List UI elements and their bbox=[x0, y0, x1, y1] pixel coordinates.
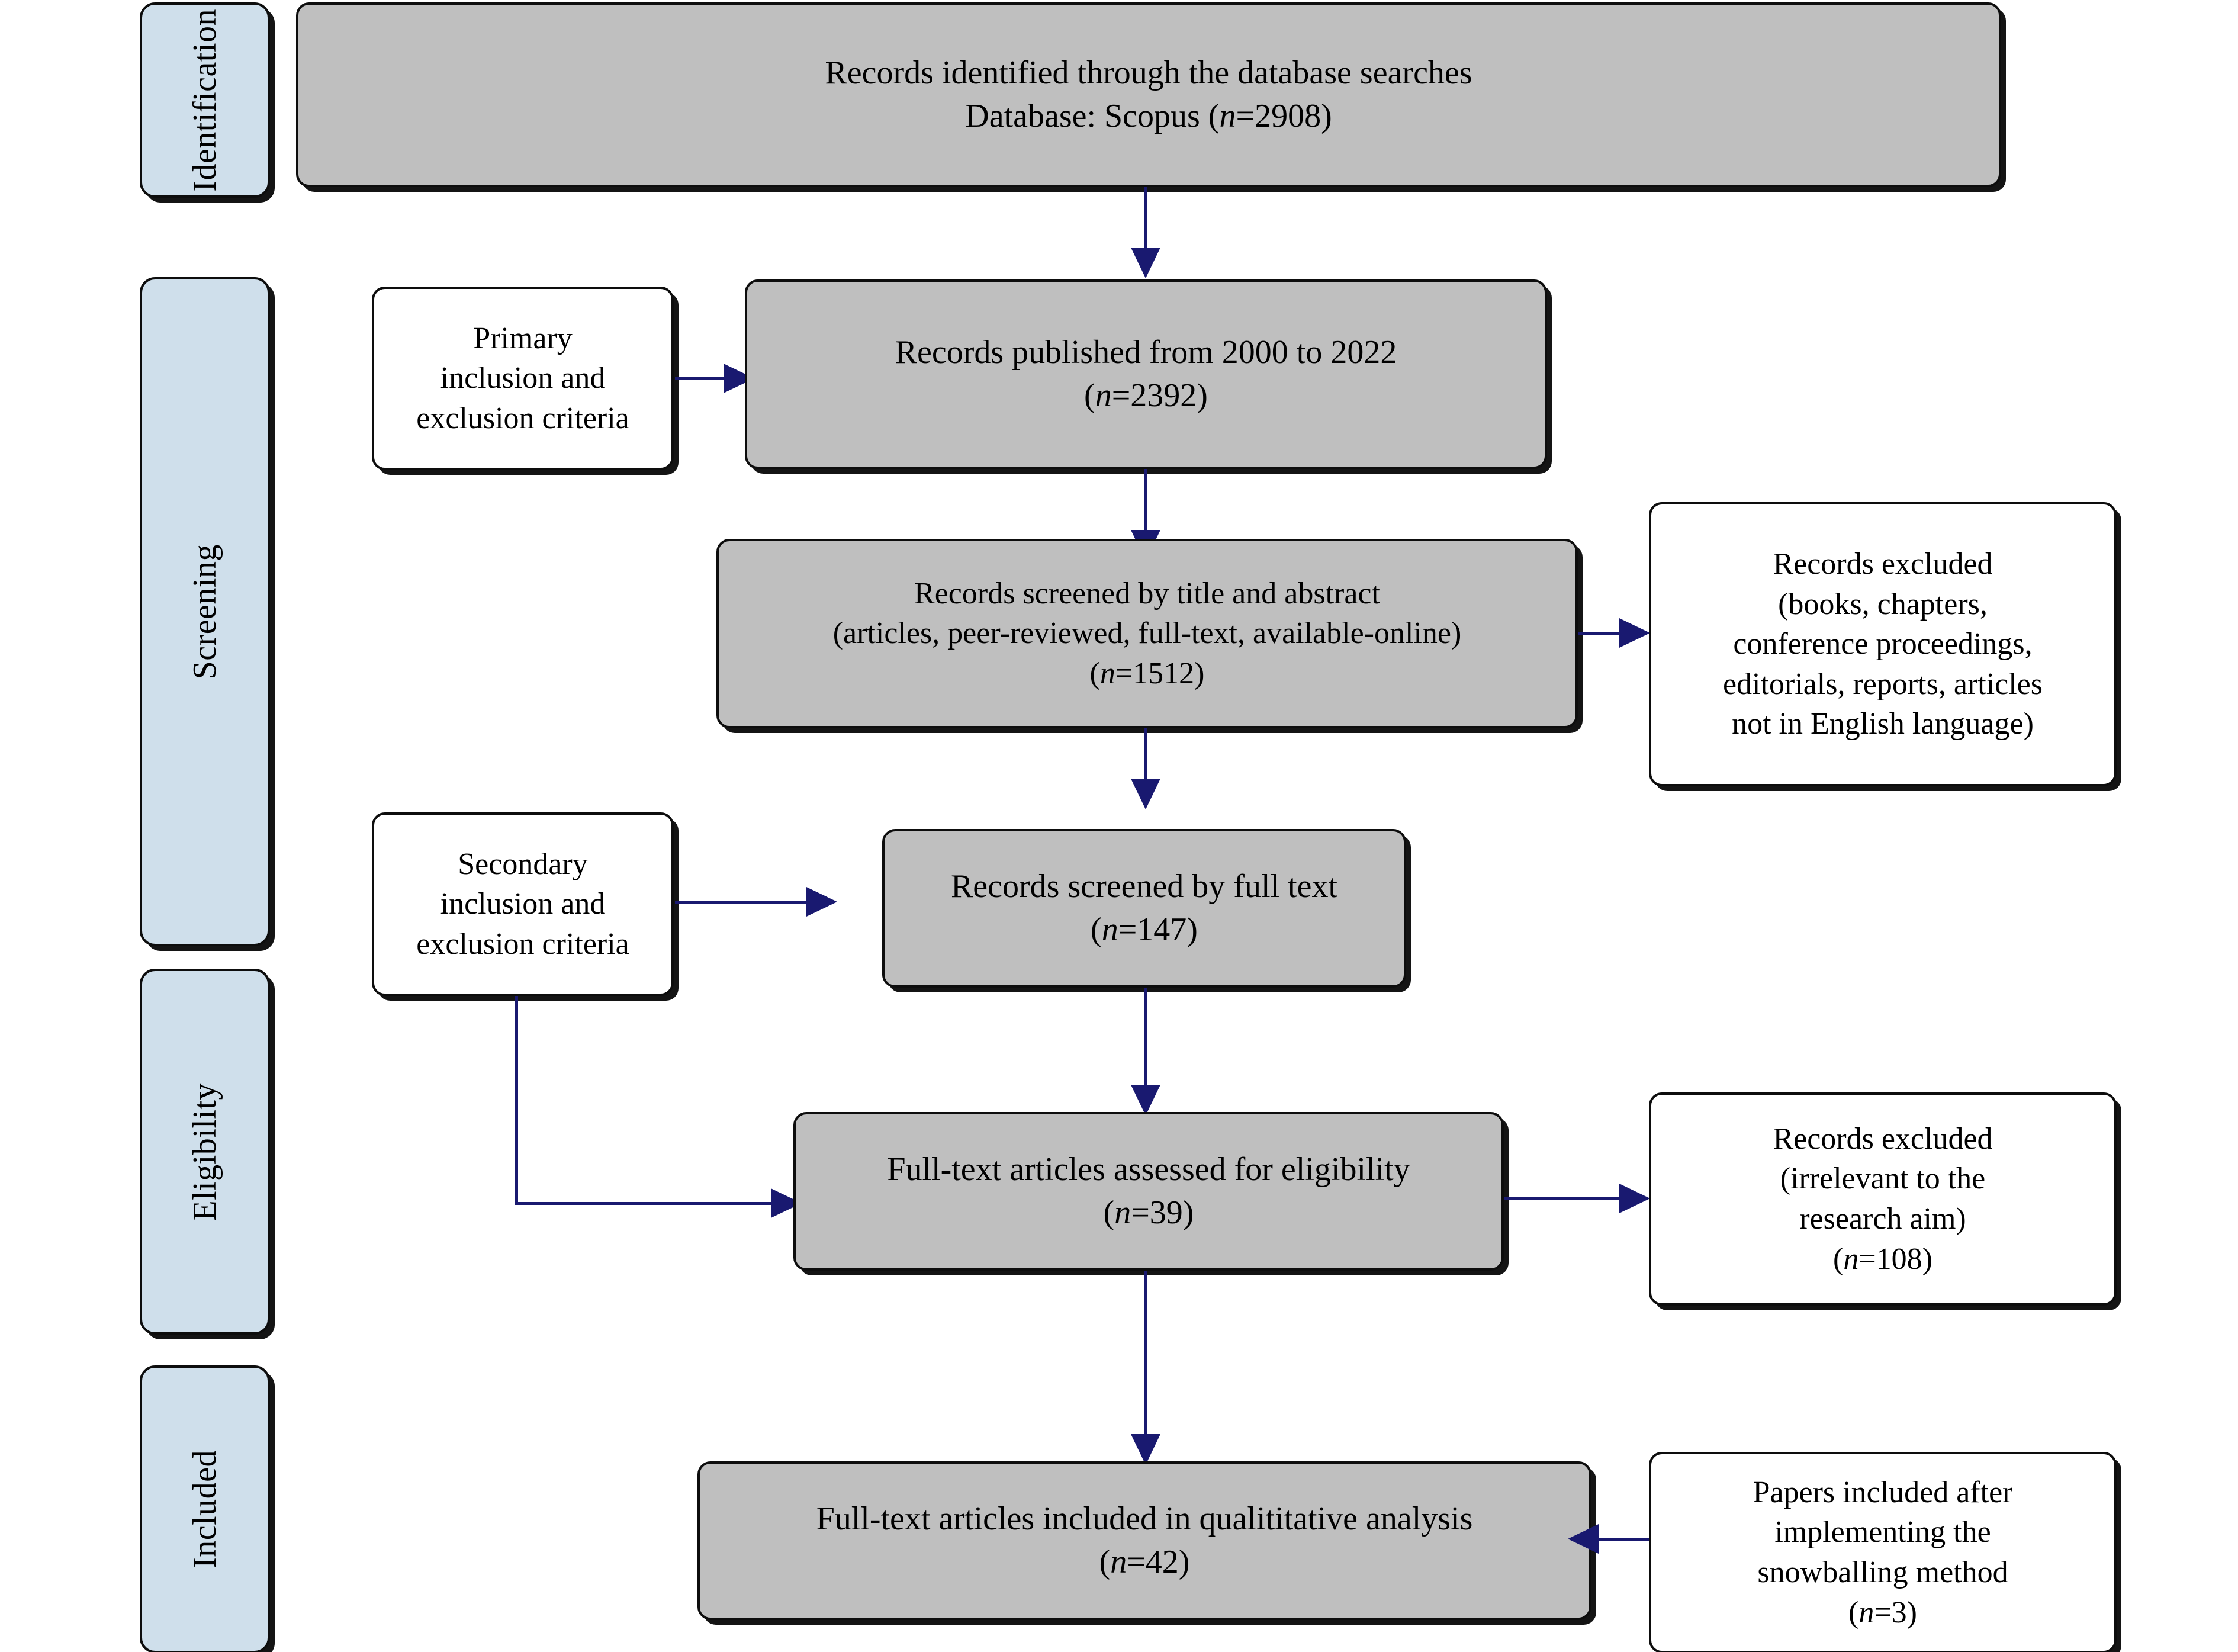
box-snowballing: Papers included after implementing the s… bbox=[1649, 1452, 2117, 1652]
box-included-qualitative: Full-text articles included in qualitita… bbox=[697, 1461, 1591, 1620]
stage-panel-included: Included bbox=[140, 1365, 270, 1652]
arrow-right-to-excluded-types bbox=[1619, 618, 1650, 648]
arrow-right-to-full-text bbox=[806, 887, 837, 917]
connector-eligibility-to-excluded-irrelevant bbox=[1504, 1197, 1631, 1200]
arrow-left-to-included bbox=[1568, 1524, 1599, 1554]
box-assessed-eligibility: Full-text articles assessed for eligibil… bbox=[793, 1112, 1504, 1271]
stage-label-included: Included bbox=[186, 1450, 223, 1569]
box-secondary-criteria: Secondary inclusion and exclusion criter… bbox=[372, 812, 674, 996]
connector-snowballing-to-included bbox=[1599, 1538, 1652, 1541]
box-screened-full-text: Records screened by full text (n=147) bbox=[882, 829, 1406, 988]
box-records-excluded-types: Records excluded (books, chapters, confe… bbox=[1649, 502, 2117, 786]
records-identified-line1: Records identified through the database … bbox=[825, 54, 1472, 92]
connector-title-abstract-to-full-text bbox=[1144, 728, 1147, 805]
snowballing-line1: Papers included after bbox=[1753, 1475, 2013, 1509]
screened-full-text-line2: (n=147) bbox=[1091, 911, 1198, 948]
excluded-irrelevant-line2: (irrelevant to the bbox=[1780, 1162, 1986, 1196]
included-qualitative-line1: Full-text articles included in qualitita… bbox=[816, 1500, 1473, 1538]
screened-title-abstract-line3: (n=1512) bbox=[1089, 656, 1205, 690]
screened-title-abstract-line2: (articles, peer-reviewed, full-text, ava… bbox=[832, 616, 1462, 651]
snowballing-line2: implementing the bbox=[1774, 1515, 1991, 1550]
secondary-criteria-line1: Secondary bbox=[458, 847, 588, 881]
screened-title-abstract-line1: Records screened by title and abstract bbox=[914, 576, 1380, 610]
connector-secondary-criteria-elbow-vertical bbox=[515, 996, 518, 1204]
stage-panel-identification: Identification bbox=[140, 2, 270, 198]
excluded-types-line1: Records excluded bbox=[1773, 547, 1993, 581]
primary-criteria-line2: inclusion and bbox=[440, 361, 606, 396]
stage-panel-eligibility: Eligibility bbox=[140, 969, 270, 1335]
snowballing-line4: (n=3) bbox=[1848, 1595, 1917, 1629]
records-published-line2: (n=2392) bbox=[1084, 377, 1208, 414]
excluded-irrelevant-line3: research aim) bbox=[1799, 1202, 1966, 1236]
connector-identified-to-published bbox=[1144, 187, 1147, 252]
primary-criteria-line1: Primary bbox=[473, 321, 573, 355]
arrow-down-to-included bbox=[1131, 1434, 1160, 1465]
box-screened-title-abstract: Records screened by title and abstract (… bbox=[716, 539, 1578, 728]
assessed-eligibility-line1: Full-text articles assessed for eligibil… bbox=[887, 1151, 1410, 1188]
excluded-types-line5: not in English language) bbox=[1732, 707, 2034, 741]
arrow-down-to-full-text bbox=[1131, 779, 1160, 809]
snowballing-line3: snowballing method bbox=[1757, 1555, 2008, 1589]
excluded-types-line2: (books, chapters, bbox=[1778, 587, 1988, 621]
connector-primary-criteria-to-published bbox=[675, 377, 728, 380]
excluded-types-line4: editorials, reports, articles bbox=[1722, 667, 2043, 701]
records-identified-line2: Database: Scopus (n=2908) bbox=[965, 98, 1332, 134]
arrow-down-to-published bbox=[1131, 248, 1160, 278]
connector-eligibility-to-included bbox=[1144, 1271, 1147, 1454]
box-records-identified: Records identified through the database … bbox=[296, 2, 2001, 187]
connector-full-text-to-eligibility bbox=[1144, 988, 1147, 1106]
assessed-eligibility-line2: (n=39) bbox=[1103, 1194, 1194, 1231]
stage-label-screening: Screening bbox=[186, 544, 223, 680]
primary-criteria-line3: exclusion criteria bbox=[416, 401, 629, 435]
box-records-excluded-irrelevant: Records excluded (irrelevant to the rese… bbox=[1649, 1092, 2117, 1306]
connector-secondary-criteria-elbow-horizontal bbox=[515, 1202, 776, 1205]
secondary-criteria-line3: exclusion criteria bbox=[416, 927, 629, 961]
box-records-published: Records published from 2000 to 2022 (n=2… bbox=[745, 279, 1547, 469]
box-primary-criteria: Primary inclusion and exclusion criteria bbox=[372, 287, 674, 470]
screened-full-text-line1: Records screened by full text bbox=[950, 868, 1338, 905]
excluded-irrelevant-line1: Records excluded bbox=[1773, 1121, 1993, 1156]
records-published-line1: Records published from 2000 to 2022 bbox=[895, 334, 1397, 371]
stage-label-identification: Identification bbox=[186, 8, 223, 192]
included-qualitative-line2: (n=42) bbox=[1099, 1544, 1190, 1580]
arrow-right-to-excluded-irrelevant bbox=[1619, 1184, 1650, 1213]
stage-label-eligibility: Eligibility bbox=[186, 1082, 223, 1221]
connector-secondary-criteria-to-full-text bbox=[675, 901, 811, 904]
connector-title-abstract-to-excluded bbox=[1578, 632, 1631, 635]
excluded-irrelevant-line4: (n=108) bbox=[1833, 1242, 1932, 1276]
connector-published-to-title-abstract bbox=[1144, 469, 1147, 534]
excluded-types-line3: conference proceedings, bbox=[1733, 627, 2033, 661]
arrow-down-to-eligibility bbox=[1131, 1085, 1160, 1116]
secondary-criteria-line2: inclusion and bbox=[440, 887, 606, 921]
stage-panel-screening: Screening bbox=[140, 277, 270, 946]
